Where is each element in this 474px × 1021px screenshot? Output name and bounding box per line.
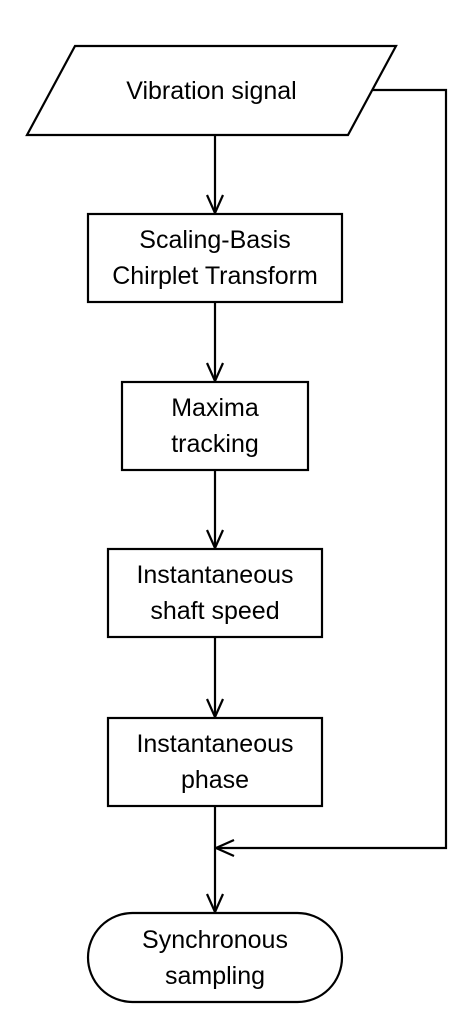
- speed-label-line-2: shaft speed: [150, 597, 280, 625]
- output-label-line-2: sampling: [164, 961, 266, 990]
- phase-box: [106, 716, 324, 808]
- output-label: Synchronous sampling: [88, 913, 342, 1002]
- speed-label: Instantaneous shaft speed: [108, 549, 322, 637]
- output-terminator: [86, 911, 344, 1004]
- input-label: Vibration signal: [27, 46, 396, 135]
- transform-label-line-1: Scaling-Basis: [139, 226, 291, 254]
- tracking-label: Maxima tracking: [122, 382, 308, 470]
- speed-label-line-1: Instantaneous: [136, 561, 294, 589]
- transform-label: Scaling-Basis Chirplet Transform: [88, 214, 342, 302]
- phase-label: Instantaneous phase: [108, 718, 322, 806]
- transform-label-line-2: Chirplet Transform: [112, 262, 318, 290]
- phase-label-line-1: Instantaneous: [136, 730, 294, 758]
- arrow-bypass-input-to-output: [216, 88, 448, 848]
- output-label-line-1: Synchronous: [142, 925, 288, 954]
- input-label-line-1: Vibration signal: [126, 76, 297, 105]
- tracking-label-line-2: tracking: [171, 430, 259, 458]
- phase-label-line-2: phase: [180, 766, 250, 794]
- input-parallelogram: [25, 44, 398, 137]
- tracking-label-line-1: Maxima: [171, 394, 259, 422]
- speed-box: [106, 547, 324, 639]
- transform-box: [86, 212, 344, 304]
